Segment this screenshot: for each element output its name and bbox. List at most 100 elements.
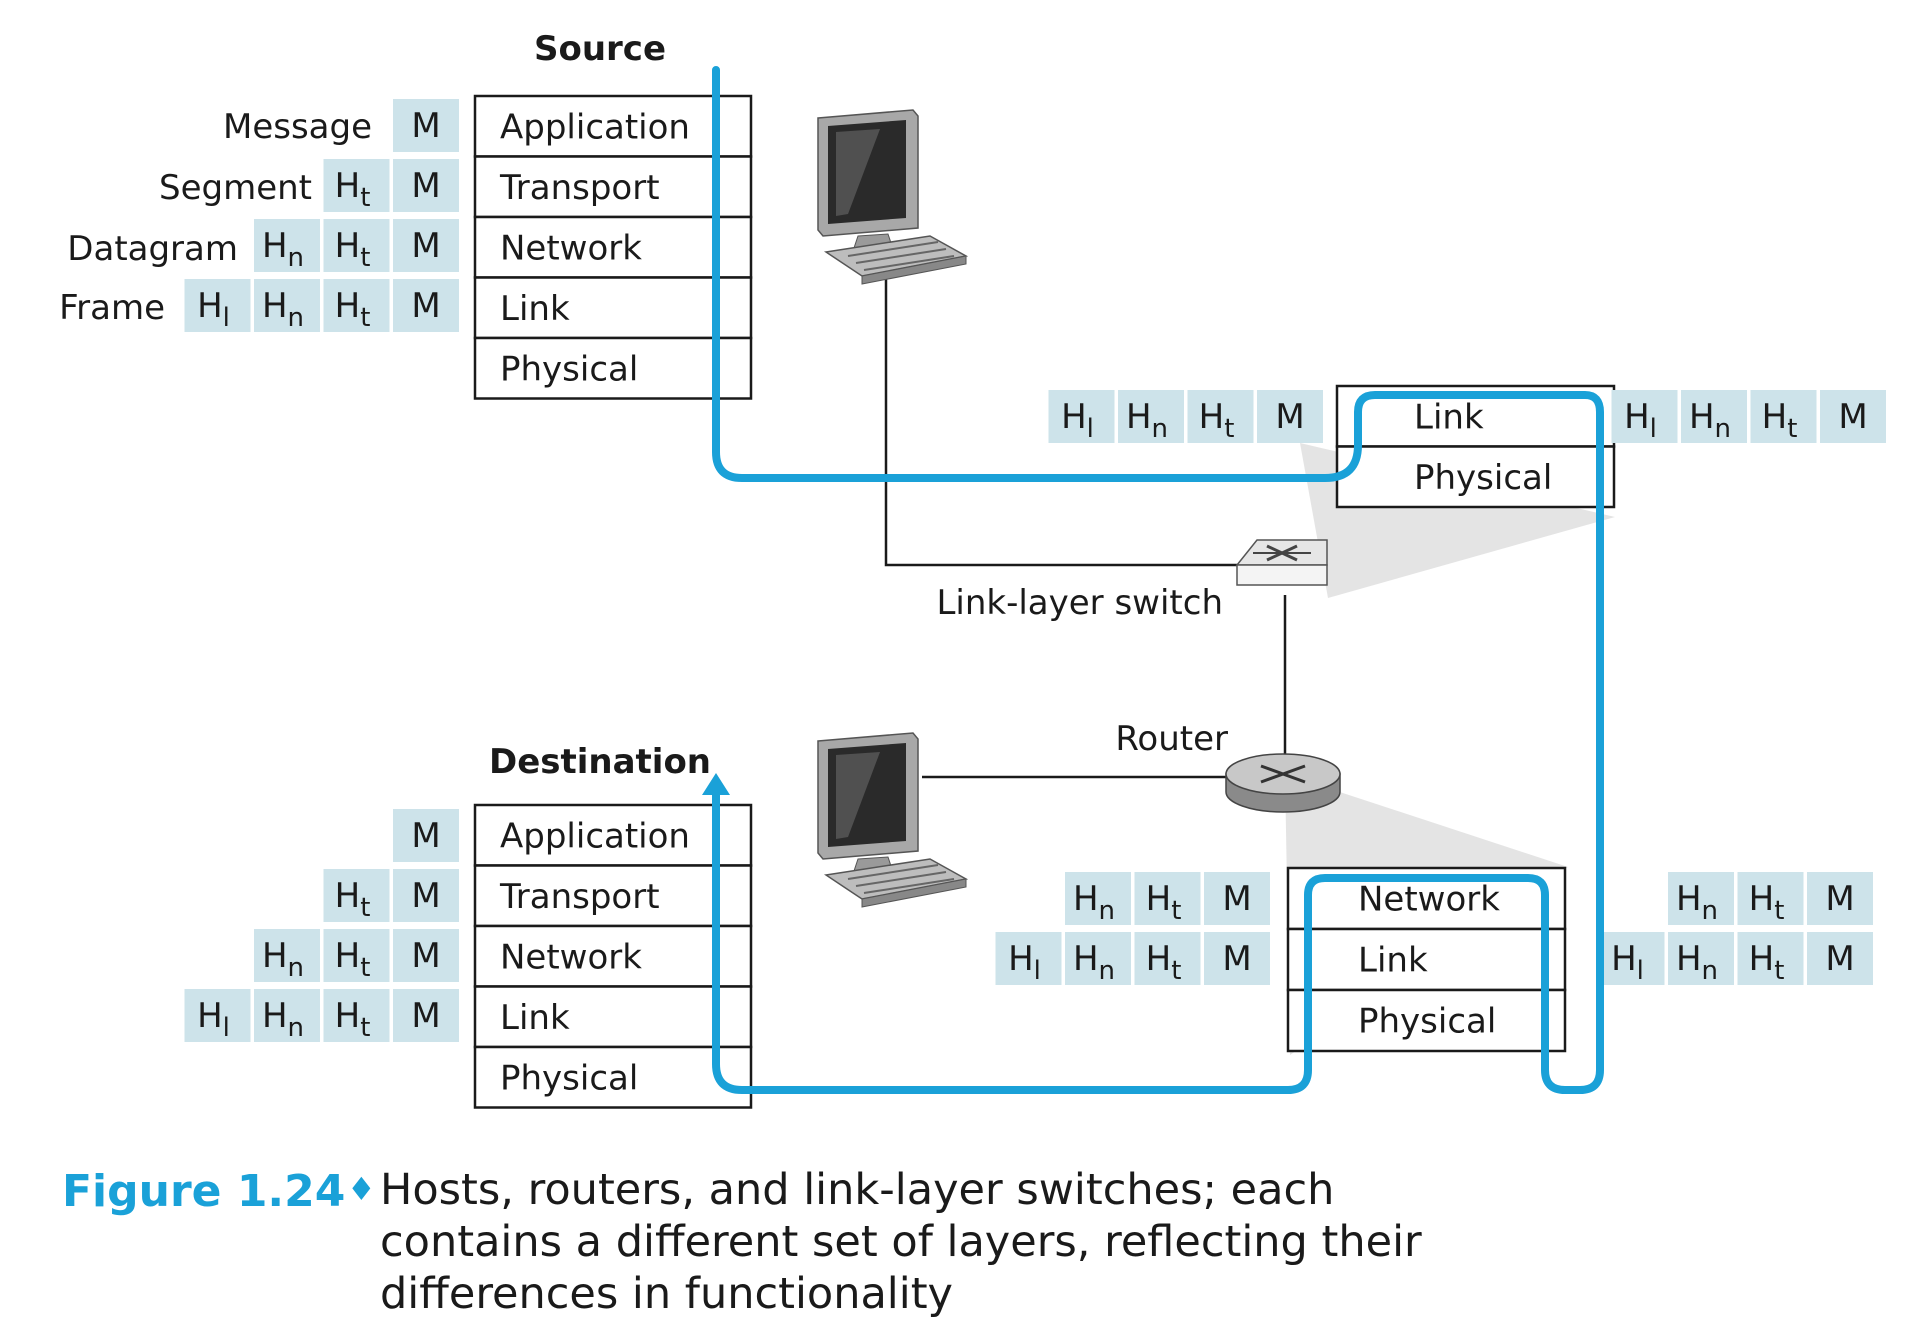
computer-icon bbox=[817, 732, 969, 908]
source-datagram-network-header-label: Hn bbox=[262, 226, 304, 273]
source-segment-transport-header-box bbox=[323, 159, 390, 212]
router-icon bbox=[1225, 753, 1341, 813]
dest-segment-message-box bbox=[393, 869, 459, 922]
data-path-line bbox=[712, 66, 1604, 1094]
switch-label: Link-layer switch bbox=[936, 583, 1223, 623]
source-segment-message-box bbox=[393, 159, 459, 212]
source-datagram-transport-header-box bbox=[323, 219, 390, 272]
router-in-datagram-message-box bbox=[1204, 872, 1270, 925]
destination-layer-box bbox=[473, 1045, 753, 1109]
switch-out-frame-transport-header-box bbox=[1750, 390, 1817, 443]
switch-in-frame-network-header-label: Hn bbox=[1126, 397, 1168, 444]
destination-layer-label: Link bbox=[500, 998, 570, 1038]
router-in-frame-transport-header-label: Ht bbox=[1146, 939, 1182, 986]
source-layer-box bbox=[473, 336, 753, 400]
switch-in-frame-message-box bbox=[1257, 390, 1323, 443]
pdu-name-frame: Frame bbox=[59, 288, 165, 328]
pdu-name-datagram: Datagram bbox=[67, 229, 238, 269]
switch-out-frame-message-box bbox=[1820, 390, 1886, 443]
destination-arrowhead bbox=[702, 773, 730, 795]
router-out-frame-transport-header-box bbox=[1737, 932, 1804, 985]
switch-out-frame-network-header-box bbox=[1681, 390, 1747, 443]
dest-datagram-message-box bbox=[393, 929, 459, 982]
source-frame-transport-header-box bbox=[323, 279, 390, 332]
switch-in-frame-link-header-box bbox=[1048, 390, 1115, 443]
switch-layer-label: Link bbox=[1414, 397, 1484, 437]
dest-frame-message-label: M bbox=[411, 996, 440, 1036]
dest-frame-link-header-box bbox=[184, 989, 251, 1042]
router-out-datagram-message-label: M bbox=[1825, 879, 1854, 919]
router-layer-label: Network bbox=[1358, 880, 1500, 920]
source-layer-label: Physical bbox=[500, 349, 638, 389]
router-out-frame-network-header-box bbox=[1668, 932, 1734, 985]
dest-frame-message-box bbox=[393, 989, 459, 1042]
source-frame-network-header-label: Hn bbox=[262, 286, 304, 333]
pdu-name-segment: Segment bbox=[159, 168, 312, 208]
router-layer-box bbox=[1286, 927, 1567, 992]
switch-layer-label: Physical bbox=[1414, 458, 1552, 498]
computer-icon bbox=[817, 109, 969, 285]
source-frame-network-header-box bbox=[254, 279, 320, 332]
source-layer-label: Network bbox=[500, 228, 642, 268]
router-layer-label: Link bbox=[1358, 941, 1428, 981]
source-layer-label: Application bbox=[500, 107, 690, 147]
source-layer-label: Link bbox=[500, 289, 570, 329]
dest-frame-transport-header-box bbox=[323, 989, 390, 1042]
destination-layer-box bbox=[473, 864, 753, 928]
router-layer-label: Physical bbox=[1358, 1002, 1496, 1042]
router-in-frame-message-label: M bbox=[1222, 939, 1251, 979]
source-layer-box bbox=[473, 94, 753, 158]
router-in-datagram-transport-header-box bbox=[1134, 872, 1201, 925]
router-in-datagram-message-label: M bbox=[1222, 879, 1251, 919]
destination-layer-label: Physical bbox=[500, 1058, 638, 1098]
dest-frame-network-header-box bbox=[254, 989, 320, 1042]
source-datagram-network-header-box bbox=[254, 219, 320, 272]
router-in-frame-link-header-box bbox=[995, 932, 1062, 985]
source-datagram-message-label: M bbox=[411, 226, 440, 266]
switch-in-frame-network-header-box bbox=[1118, 390, 1184, 443]
router-out-frame-message-label: M bbox=[1825, 939, 1854, 979]
router-out-datagram-message-box bbox=[1807, 872, 1873, 925]
pdu-name-message: Message bbox=[223, 107, 372, 147]
router-out-datagram-network-header-label: Hn bbox=[1676, 879, 1718, 926]
dest-message-message-label: M bbox=[411, 816, 440, 856]
caption-text: Hosts, routers, and link-layer switches;… bbox=[380, 1165, 1422, 1319]
diamond-icon: ♦ bbox=[347, 1170, 376, 1208]
dest-datagram-message-label: M bbox=[411, 936, 440, 976]
source-frame-message-label: M bbox=[411, 286, 440, 326]
destination-layer-box bbox=[473, 803, 753, 867]
destination-layer-label: Application bbox=[500, 816, 690, 856]
destination-layer-box bbox=[473, 985, 753, 1049]
figure-number: Figure 1.24 bbox=[62, 1166, 346, 1217]
switch-in-frame-message-label: M bbox=[1275, 397, 1304, 437]
dest-datagram-transport-header-box bbox=[323, 929, 390, 982]
destination-layer-label: Network bbox=[500, 937, 642, 977]
dest-segment-transport-header-label: Ht bbox=[335, 876, 371, 923]
dest-datagram-network-header-box bbox=[254, 929, 320, 982]
router-in-frame-network-header-box bbox=[1065, 932, 1131, 985]
router-out-datagram-transport-header-box bbox=[1737, 872, 1804, 925]
destination-layer-box bbox=[473, 924, 753, 988]
switch-in-frame-transport-header-box bbox=[1187, 390, 1254, 443]
source-frame-message-box bbox=[393, 279, 459, 332]
router-out-frame-transport-header-label: Ht bbox=[1749, 939, 1785, 986]
dest-segment-message-label: M bbox=[411, 876, 440, 916]
router-out-datagram-network-header-box bbox=[1668, 872, 1734, 925]
router-in-frame-transport-header-box bbox=[1134, 932, 1201, 985]
destination-layer-label: Transport bbox=[499, 877, 660, 917]
source-layer-label: Transport bbox=[499, 168, 660, 208]
source-segment-message-label: M bbox=[411, 166, 440, 206]
source-layer-box bbox=[473, 276, 753, 340]
router-layer-box bbox=[1286, 988, 1567, 1053]
router-in-frame-message-box bbox=[1204, 932, 1270, 985]
dest-message-message-box bbox=[393, 809, 459, 862]
switch-icon bbox=[1235, 539, 1328, 586]
router-out-frame-link-header-box bbox=[1598, 932, 1665, 985]
switch-out-frame-message-label: M bbox=[1838, 397, 1867, 437]
